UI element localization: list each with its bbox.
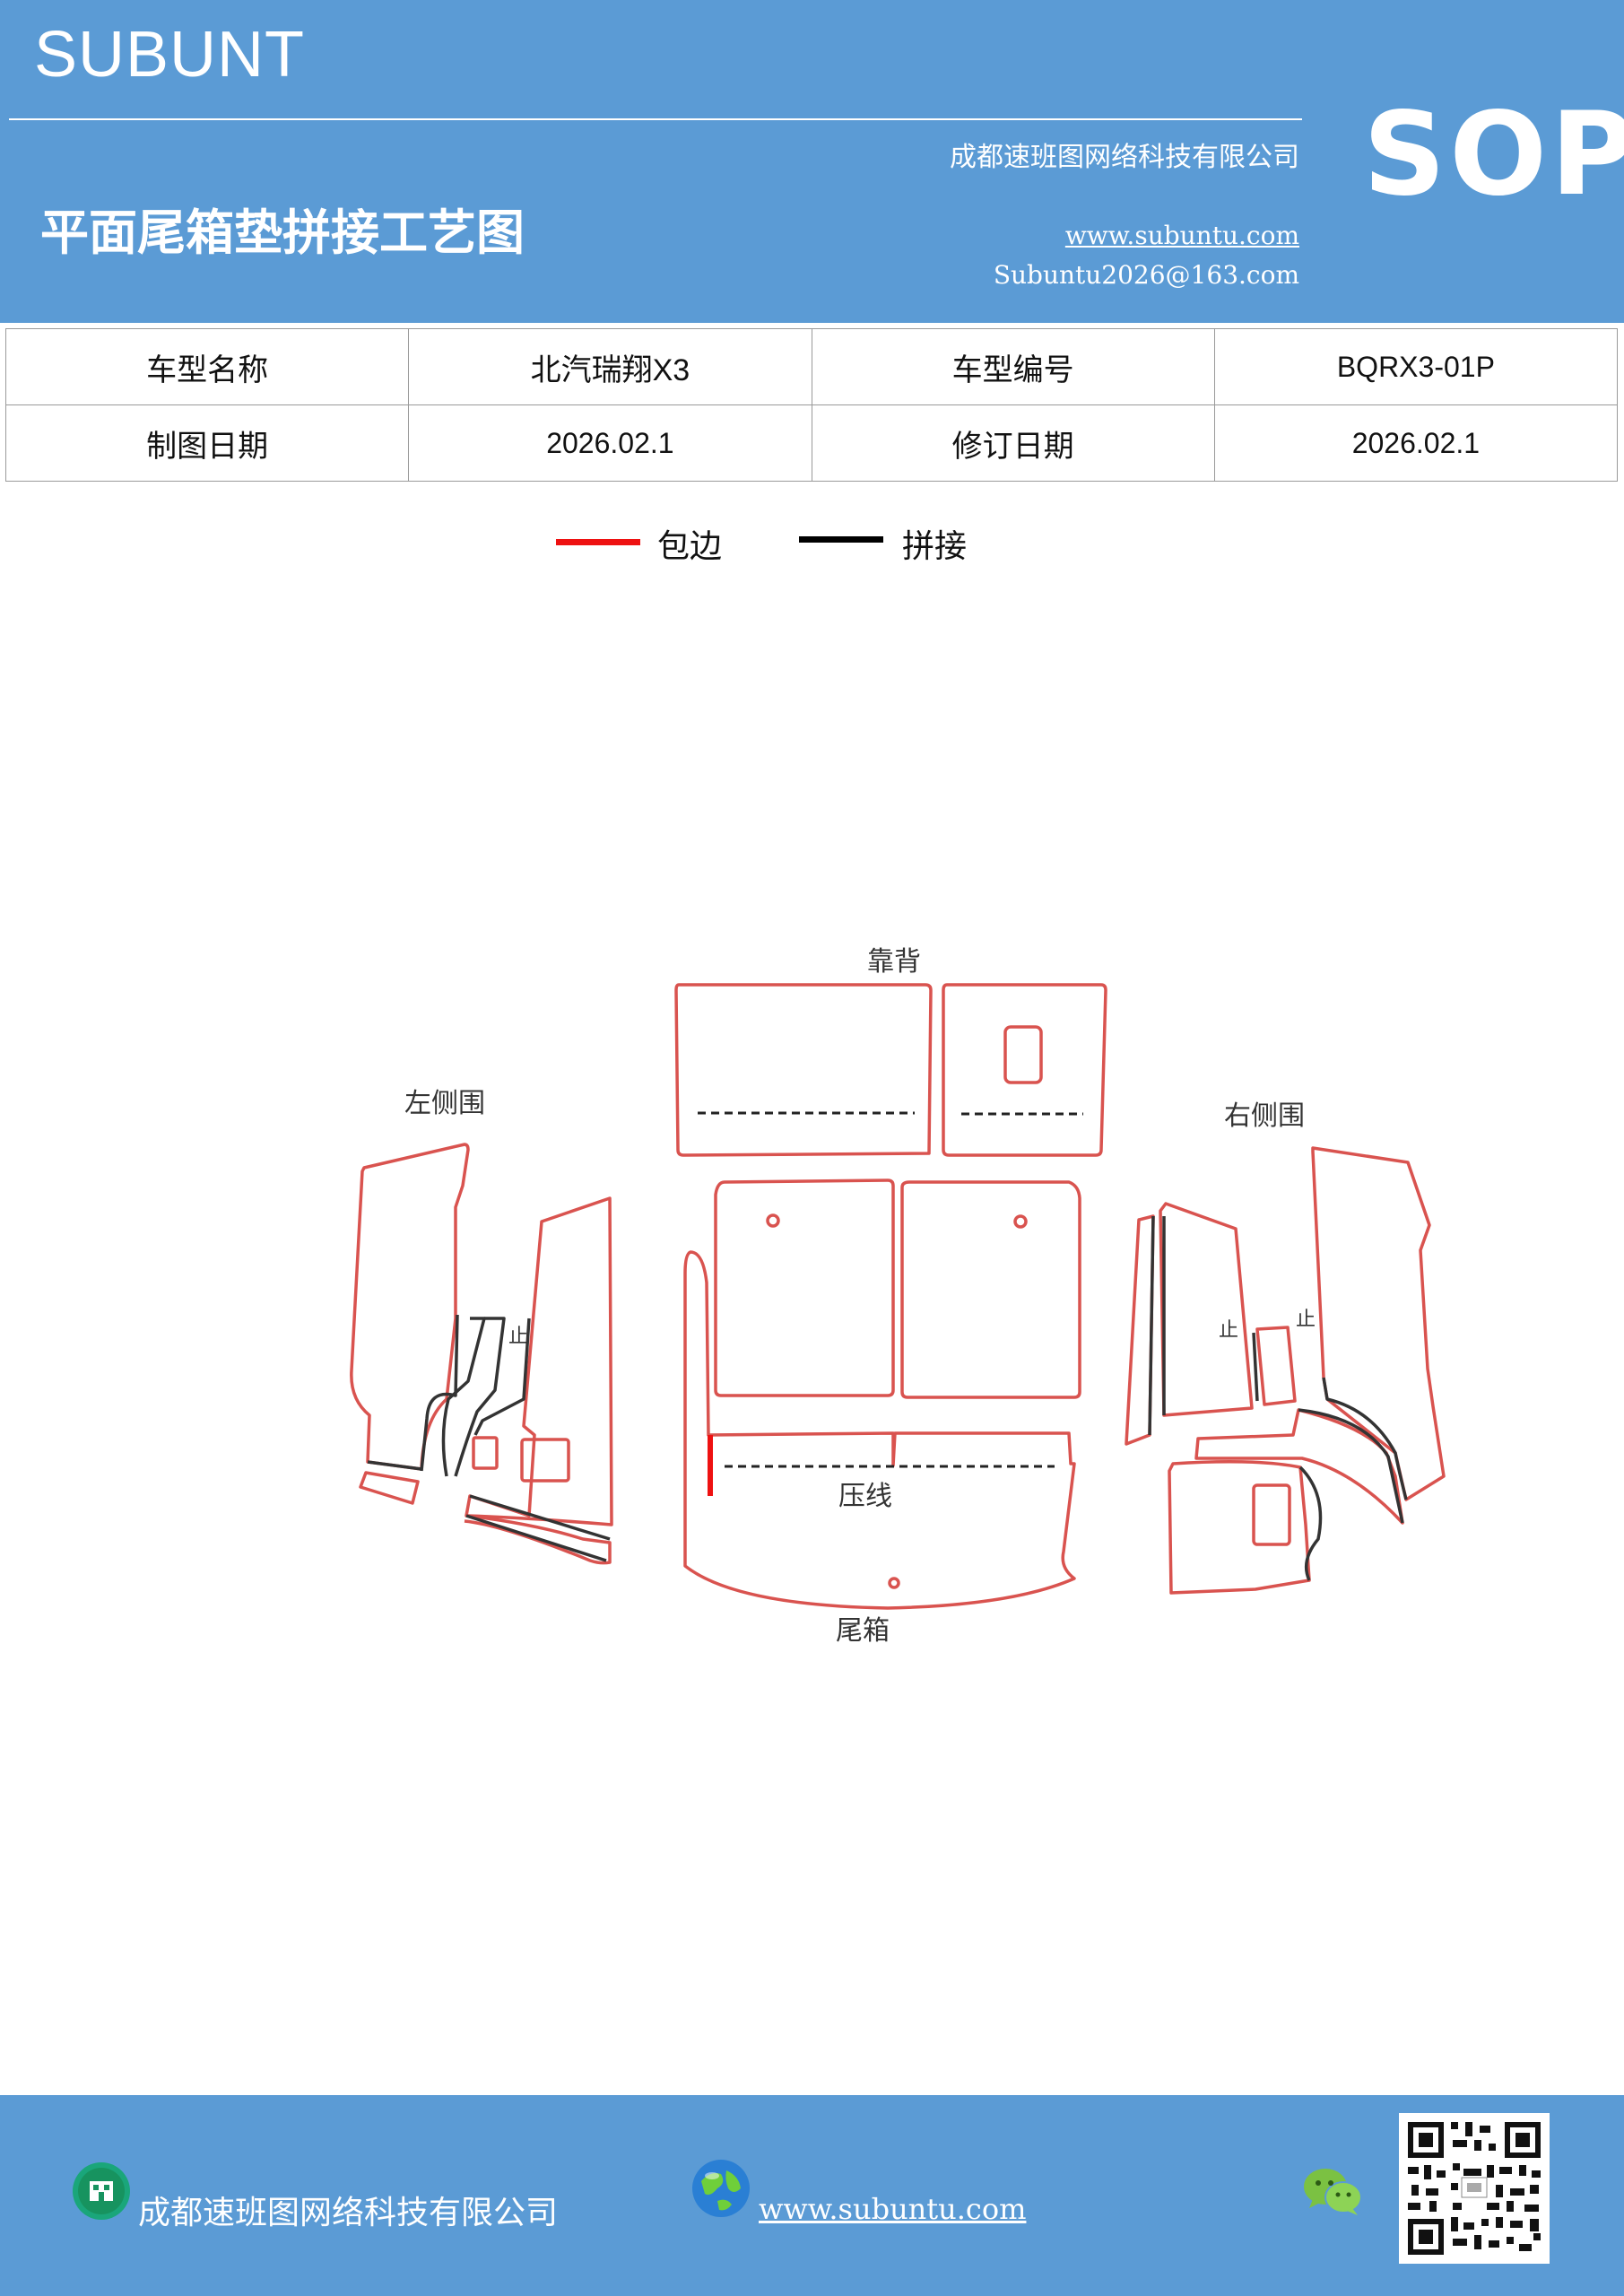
table-cell: 车型名称 — [4, 328, 410, 405]
backrest-right-piece — [942, 983, 1107, 1157]
hole-left — [766, 1213, 780, 1228]
seam-right-3 — [1322, 1377, 1408, 1500]
label-backrest: 靠背 — [867, 946, 921, 978]
left-side-small-piece — [359, 1471, 420, 1505]
label-stop-right-1: 止 — [1219, 1319, 1238, 1342]
left-cutout-small — [472, 1436, 499, 1470]
header-banner: SUBUNT 成都速班图网络科技有限公司 SOP 平面尾箱垫拼接工艺图 www.… — [0, 0, 1624, 323]
legend-swatch-edge — [556, 539, 640, 545]
seam-right-1 — [1148, 1215, 1166, 1436]
floor-upper-right-piece — [900, 1180, 1081, 1399]
brand-name: SUBUNT — [34, 19, 306, 91]
right-side-inner-piece — [1159, 1202, 1254, 1417]
hole-right — [1013, 1214, 1028, 1229]
table-cell: 制图日期 — [4, 404, 410, 482]
left-side-outer-piece — [350, 1143, 470, 1471]
backrest-left-piece — [674, 983, 933, 1157]
header-divider — [9, 118, 1302, 120]
table-cell: 北汽瑞翔X3 — [408, 328, 812, 405]
header-company: 成都速班图网络科技有限公司 — [950, 142, 1299, 173]
backrest-cutout — [1003, 1025, 1043, 1084]
table-cell: BQRX3-01P — [1213, 328, 1619, 405]
right-strip-piece — [1255, 1326, 1297, 1406]
seam-left-3 — [441, 1317, 486, 1477]
sop-label: SOP — [1363, 88, 1624, 222]
hole-trunk — [888, 1577, 900, 1589]
info-table: 车型名称 北汽瑞翔X3 车型编号 BQRX3-01P 制图日期 2026.02.… — [4, 328, 1619, 482]
floor-upper-left-piece — [714, 1178, 895, 1397]
footer-company: 成都速班图网络科技有限公司 — [138, 2195, 559, 2231]
document-title: 平面尾箱垫拼接工艺图 — [40, 204, 525, 261]
label-left-side: 左侧围 — [404, 1088, 485, 1119]
header-email: Subuntu2026@163.com — [993, 260, 1299, 290]
legend: 包边 拼接 — [0, 520, 1624, 574]
right-cutout — [1252, 1483, 1291, 1546]
qr-code — [1399, 2113, 1550, 2264]
trunk-mat-diagram: 靠背 左侧围 右侧围 压线 尾箱 止 止 止 — [350, 946, 1446, 1647]
label-crease: 压线 — [838, 1481, 892, 1512]
footer-website-link[interactable]: www.subuntu.com — [759, 2192, 1027, 2226]
building-icon — [73, 2162, 130, 2220]
table-row: 制图日期 2026.02.1 修订日期 2026.02.1 — [4, 404, 1619, 482]
seam-right-2 — [1252, 1332, 1259, 1402]
table-row: 车型名称 北汽瑞翔X3 车型编号 BQRX3-01P — [4, 328, 1619, 405]
trunk-floor-piece — [683, 1250, 1076, 1610]
globe-icon — [692, 2160, 750, 2217]
label-stop-left: 止 — [508, 1326, 528, 1348]
footer-banner: 成都速班图网络科技有限公司 www.subuntu.com — [0, 2095, 1624, 2296]
seam-left-4 — [454, 1317, 506, 1477]
header-website-link[interactable]: www.subuntu.com — [1064, 221, 1299, 250]
right-lower-piece — [1168, 1460, 1311, 1595]
wechat-icon — [1304, 2169, 1362, 2215]
table-cell: 2026.02.1 — [1213, 404, 1619, 482]
table-cell: 2026.02.1 — [408, 404, 812, 482]
label-trunk: 尾箱 — [836, 1615, 890, 1647]
legend-label-edge: 包边 — [657, 528, 723, 565]
seam-left-6 — [465, 1494, 611, 1562]
table-cell: 车型编号 — [811, 328, 1215, 405]
seam-left-2 — [420, 1314, 459, 1472]
seam-left-1 — [367, 1460, 422, 1471]
label-right-side: 右侧围 — [1224, 1100, 1305, 1132]
label-stop-right-2: 止 — [1296, 1309, 1316, 1331]
legend-swatch-seam — [799, 536, 883, 543]
legend-label-seam: 拼接 — [902, 528, 968, 565]
left-side-inner-piece — [465, 1196, 613, 1526]
left-cutout-large — [520, 1438, 570, 1483]
table-cell: 修订日期 — [811, 404, 1215, 482]
seam-left-5 — [473, 1318, 531, 1436]
seam-right-4 — [1298, 1408, 1404, 1581]
